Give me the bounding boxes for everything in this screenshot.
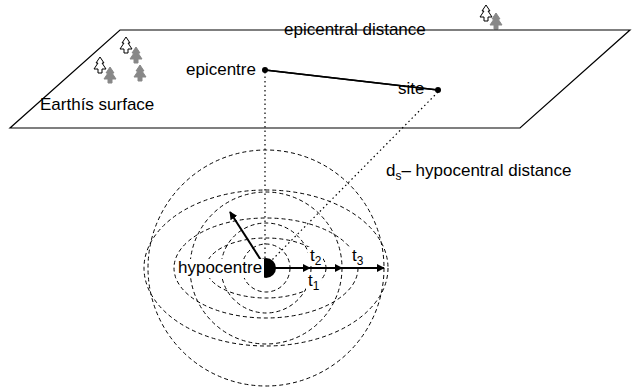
wave-ellipse [174, 218, 358, 318]
tree-shape [120, 37, 132, 53]
surface-label: Earthís surface [40, 96, 154, 115]
tree-icon [480, 5, 492, 21]
distance-label: epicentral distance [284, 21, 426, 40]
tree-shape [94, 57, 106, 73]
plane-border [10, 30, 630, 128]
tree-shape [104, 67, 116, 83]
tree-shape [130, 47, 142, 63]
tree-shape [134, 65, 146, 81]
point-dot [435, 87, 441, 93]
tree-icon [130, 47, 142, 63]
tree-shape [490, 13, 502, 29]
tree-icon [104, 67, 116, 83]
tree-icon [94, 57, 106, 73]
vertical-projection [264, 72, 265, 258]
time-label: t2 [308, 247, 323, 266]
hypocentre-label: hypocentre [176, 259, 264, 278]
site-label: site [398, 80, 424, 99]
trees [94, 5, 502, 83]
plane-outline [8, 28, 632, 130]
tree-shape [480, 5, 492, 21]
tree-icon [490, 13, 502, 29]
earth-surface-plane: Earthís surface [8, 28, 632, 130]
wave-ellipse [144, 190, 388, 346]
hypocentral-label: ds– hypocentral distance [384, 162, 574, 181]
wave-fronts [144, 150, 388, 386]
tree-icon [120, 37, 132, 53]
epicentre-label: epicentre [186, 61, 256, 80]
tree-icon [134, 65, 146, 81]
point-dot [262, 67, 268, 73]
time-label: t3 [350, 247, 365, 266]
wave-circle [148, 150, 384, 386]
time-label: t1 [306, 272, 321, 291]
